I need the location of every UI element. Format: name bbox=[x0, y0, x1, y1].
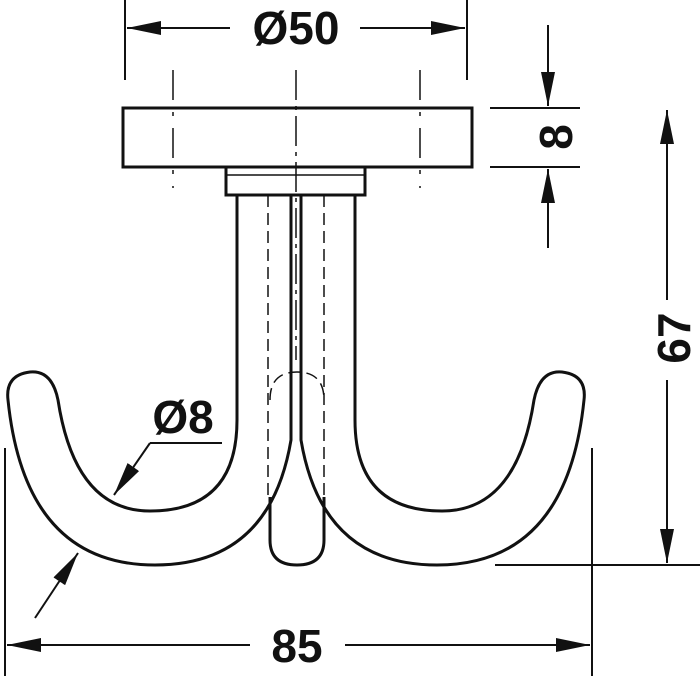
height-dimension bbox=[495, 110, 700, 566]
rod-diameter-label: Ø8 bbox=[152, 391, 213, 443]
right-hook bbox=[299, 195, 586, 567]
rod-diameter-dimension bbox=[34, 442, 222, 619]
centerlines bbox=[172, 70, 421, 360]
width-label: 85 bbox=[271, 620, 322, 672]
height-label: 67 bbox=[648, 312, 700, 363]
hook-body bbox=[6, 106, 586, 567]
center-drop bbox=[268, 497, 326, 567]
neck bbox=[224, 165, 367, 197]
plate-thickness-label: 8 bbox=[530, 124, 582, 150]
plate-thickness-dimension bbox=[490, 25, 580, 248]
top-diameter-dimension bbox=[124, 0, 468, 80]
left-hook bbox=[6, 195, 293, 567]
width-dimension bbox=[4, 448, 593, 676]
top-diameter-label: Ø50 bbox=[253, 2, 340, 54]
